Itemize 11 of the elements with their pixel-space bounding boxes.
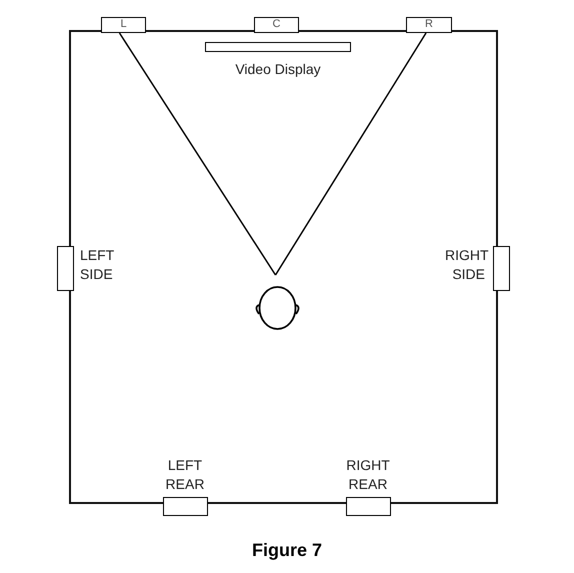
display-label: Video Display bbox=[235, 61, 321, 77]
speaker: C bbox=[254, 17, 299, 33]
speaker-label: LEFT SIDE bbox=[80, 246, 115, 284]
speaker: L bbox=[101, 17, 146, 33]
speaker-label: RIGHT REAR bbox=[345, 456, 391, 494]
speaker-label: LEFT REAR bbox=[164, 456, 206, 494]
sight-line bbox=[274, 32, 427, 276]
figure-caption: Figure 7 bbox=[250, 540, 323, 561]
room-outline bbox=[69, 30, 498, 504]
speaker: R bbox=[406, 17, 452, 33]
sight-line bbox=[118, 32, 276, 276]
